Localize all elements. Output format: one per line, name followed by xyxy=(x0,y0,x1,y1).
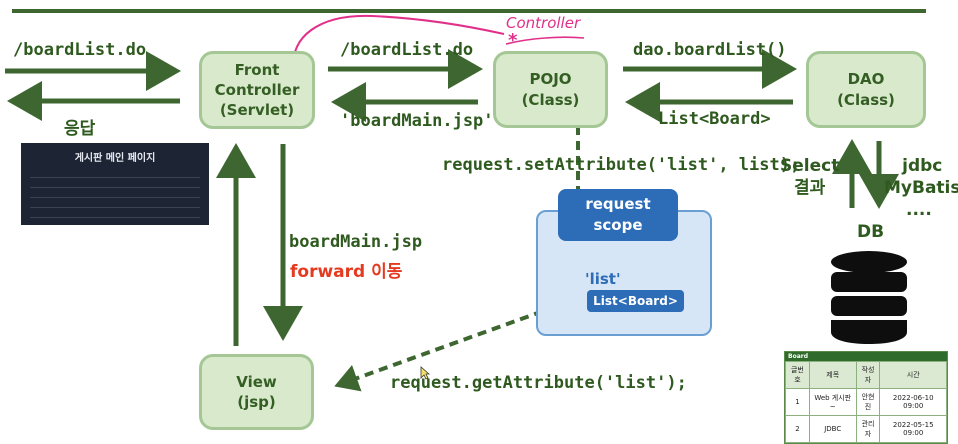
fc-to-view-label: boardMain.jsp xyxy=(289,232,423,252)
board-table-header: 작성자 xyxy=(855,361,881,389)
front-controller-node: Front Controller (Servlet) xyxy=(199,51,315,129)
mouse-cursor-icon xyxy=(420,366,430,380)
forward-label: forward 이동 xyxy=(290,262,403,282)
dao-to-pojo-label: List<Board> xyxy=(658,109,771,129)
board-page-thumbnail: 게시판 메인 페이지 ​​​​ ​​​​ ​​​​ ​​​​ ​​​​ xyxy=(21,143,209,225)
thumbnail-table: ​​​​ ​​​​ ​​​​ ​​​​ ​​​​ xyxy=(30,168,200,218)
pojo-node: POJO (Class) xyxy=(493,51,608,128)
pojo-to-dao-label: dao.boardList() xyxy=(633,40,787,60)
set-attribute-label: request.setAttribute('list', list); xyxy=(442,155,801,175)
request-scope-title: request scope xyxy=(558,189,678,241)
dao-to-db-label: jdbc MyBatis .... xyxy=(884,156,958,220)
client-request-label: /boardList.do xyxy=(13,40,147,60)
get-attribute-label: request.getAttribute('list'); xyxy=(390,373,687,393)
board-table-header: 글번호 xyxy=(785,361,810,389)
board-table-header: 제목 xyxy=(808,361,857,389)
board-table: Board 글번호 제목 작성자 시간 1 Web 게시판~ 안현진 2022-… xyxy=(784,351,948,444)
annotation-curve xyxy=(292,14,505,69)
select-result-label: Select 결과 xyxy=(780,156,840,198)
view-node: View (jsp) xyxy=(199,354,314,430)
fc-to-pojo-label: /boardList.do xyxy=(340,40,474,60)
scope-attr-key: 'list' xyxy=(585,270,621,288)
table-row: 2 JDBC 관리자 2022-05-15 09:00 xyxy=(785,415,947,443)
dao-node: DAO (Class) xyxy=(806,51,926,128)
scope-attr-value: List<Board> xyxy=(587,290,684,312)
thumbnail-title: 게시판 메인 페이지 xyxy=(74,153,156,164)
annotation-star: * xyxy=(508,30,518,51)
pojo-to-fc-label: 'boardMain.jsp' xyxy=(340,111,494,131)
annotation-underline xyxy=(505,36,585,45)
board-table-header: 시간 xyxy=(879,361,947,389)
db-label: DB xyxy=(857,222,885,242)
board-table-caption: Board xyxy=(785,352,947,361)
table-row: 1 Web 게시판~ 안현진 2022-06-10 09:00 xyxy=(785,388,947,416)
controller-annotation: Controller xyxy=(506,14,581,32)
get-attribute-dashed-arrow xyxy=(334,294,586,392)
database-icon xyxy=(831,251,907,344)
response-label: 응답 xyxy=(64,119,96,139)
